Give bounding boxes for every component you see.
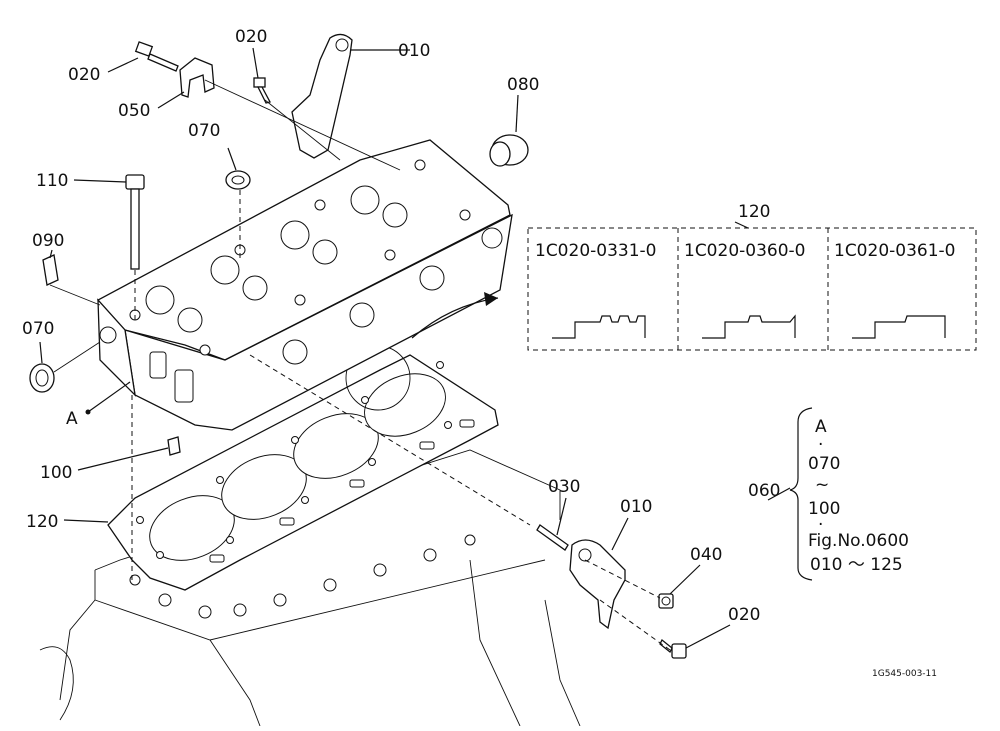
variant-part-number: 1C020-0331-0 <box>535 241 656 261</box>
variant-2-profile <box>702 314 796 339</box>
gasket-bolt-holes <box>136 361 475 563</box>
hanger-010-bottom <box>569 539 626 630</box>
kit-note-line: A <box>815 417 827 437</box>
bolt-110 <box>125 174 145 270</box>
nut-040 <box>658 593 674 609</box>
callout-020-top-mid: 020 <box>235 27 267 47</box>
stud-090 <box>42 254 59 286</box>
cylinder-head-side-ports <box>99 227 503 403</box>
callout-050: 050 <box>118 101 150 121</box>
cylinder-head-gasket <box>107 345 499 591</box>
clamp-050 <box>179 57 215 98</box>
callout-060: 060 <box>748 481 780 501</box>
gasket-variant-box <box>527 221 977 351</box>
callout-020-bottom: 020 <box>728 605 760 625</box>
stud-030 <box>536 524 569 551</box>
callout-100: 100 <box>40 463 72 483</box>
kit-note-line: 070 <box>808 454 840 474</box>
bolt-020-top-mid <box>253 77 271 104</box>
bolt-020-bottom <box>659 638 687 659</box>
callout-labels: 010 020 020 050 070 080 110 090 070 A 10… <box>22 27 780 625</box>
kit-note-line: · <box>818 435 823 455</box>
engine-block <box>39 449 581 727</box>
callout-070-top: 070 <box>188 121 220 141</box>
callout-040: 040 <box>690 545 722 565</box>
variant-part-number: 1C020-0361-0 <box>834 241 955 261</box>
cylinder-head-top-detail <box>129 159 471 356</box>
detail-arrowhead <box>484 292 498 306</box>
callout-120-left: 120 <box>26 512 58 532</box>
leader-lines <box>39 47 791 649</box>
callout-a-dot <box>85 409 91 415</box>
callout-110: 110 <box>36 171 68 191</box>
callout-010-bottom: 010 <box>620 497 652 517</box>
callout-120-box: 120 <box>738 202 770 222</box>
plug-080 <box>489 134 529 167</box>
callout-090: 090 <box>32 231 64 251</box>
variant-3-profile <box>852 315 946 339</box>
callout-030: 030 <box>548 477 580 497</box>
variant-1-profile <box>552 315 646 339</box>
plug-100 <box>167 436 181 456</box>
kit-note-line: Fig.No.0600 <box>808 531 909 551</box>
callout-020-top-left: 020 <box>68 65 100 85</box>
kit-note-line: 100 <box>808 499 840 519</box>
kit-note-line: ~ <box>815 475 829 495</box>
seal-070-left <box>29 363 55 393</box>
block-surface-holes <box>129 534 476 619</box>
callout-080: 080 <box>507 75 539 95</box>
cylinder-head <box>96 139 513 431</box>
callout-070-left: 070 <box>22 319 54 339</box>
kit-note: A · 070 ~ 100 · Fig.No.0600 010 ～ 125 <box>808 417 909 575</box>
variant-part-number: 1C020-0360-0 <box>684 241 805 261</box>
bolt-020-top-left <box>134 41 179 72</box>
assembly-lines <box>49 79 671 651</box>
figure-reference: 1G545-003-11 <box>872 669 937 679</box>
variant-part-numbers: 1C020-0331-0 1C020-0360-0 1C020-0361-0 <box>535 241 955 261</box>
kit-note-line: · <box>818 515 823 535</box>
kit-note-line: 010 ～ 125 <box>810 555 903 575</box>
kit-bracket <box>789 407 813 581</box>
callout-010-top: 010 <box>398 41 430 61</box>
hanger-010-top <box>291 33 353 159</box>
callout-a: A <box>66 409 78 429</box>
seal-070-top <box>225 170 251 190</box>
